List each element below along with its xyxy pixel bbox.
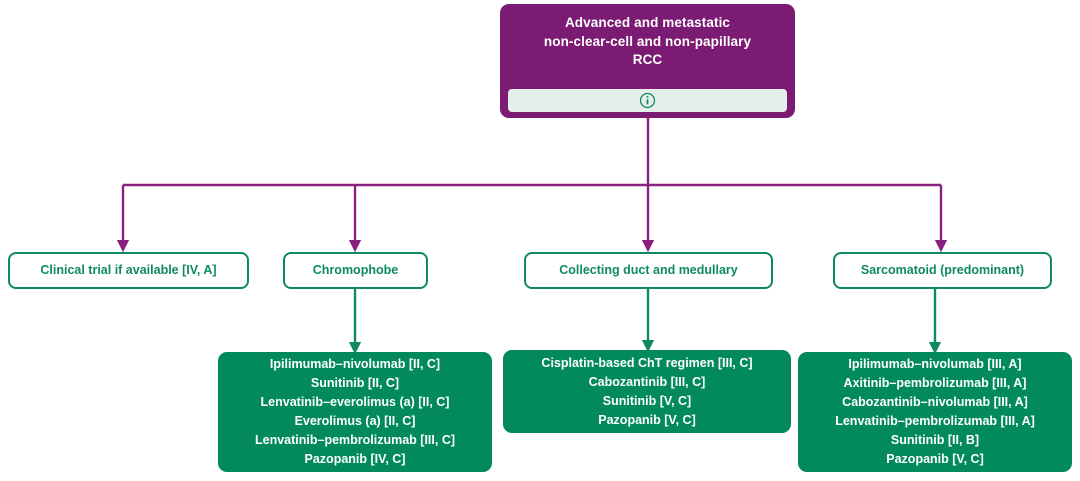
treatment-line: Axitinib–pembrolizumab [III, A] <box>843 376 1027 390</box>
treatment-line: Sunitinib [II, B] <box>890 433 980 447</box>
treatment-line: Lenvatinib–everolimus (a) [II, C] <box>260 395 450 409</box>
treatment-line: Sunitinib [V, C] <box>602 393 692 408</box>
root-info-bar[interactable] <box>508 89 787 112</box>
treatment-line: Cabozantinib–nivolumab [III, A] <box>842 395 1028 409</box>
category-node-sarcomatoid[interactable]: Sarcomatoid (predominant) <box>833 252 1052 289</box>
treatment-line: Pazopanib [V, C] <box>886 452 984 466</box>
category-label: Chromophobe <box>312 263 399 277</box>
treatment-line: Pazopanib [V, C] <box>598 412 696 427</box>
treatment-node-collecting-duct-and-medullary: Cisplatin-based ChT regimen [III, C] Cab… <box>503 350 791 433</box>
category-node-collecting-duct-and-medullary[interactable]: Collecting duct and medullary <box>524 252 773 289</box>
category-node-chromophobe[interactable]: Chromophobe <box>283 252 428 289</box>
root-node: Advanced and metastatic non-clear-cell a… <box>500 4 795 118</box>
treatment-line: Ipilimumab–nivolumab [III, A] <box>848 357 1022 371</box>
treatment-line: Cisplatin-based ChT regimen [III, C] <box>541 355 753 370</box>
treatment-line: Everolimus (a) [II, C] <box>294 414 416 428</box>
treatment-line: Lenvatinib–pembrolizumab [III, A] <box>835 414 1035 428</box>
category-label: Clinical trial if available [IV, A] <box>40 263 217 277</box>
root-title: Advanced and metastatic non-clear-cell a… <box>543 15 752 67</box>
treatment-line: Sunitinib [II, C] <box>310 376 400 390</box>
treatment-node-sarcomatoid: Ipilimumab–nivolumab [III, A] Axitinib–p… <box>798 352 1072 472</box>
treatment-node-chromophobe: Ipilimumab–nivolumab [II, C] Sunitinib [… <box>218 352 492 472</box>
treatment-line: Ipilimumab–nivolumab [II, C] <box>269 357 441 371</box>
treatment-line: Pazopanib [IV, C] <box>304 452 406 466</box>
info-circle-icon[interactable] <box>639 92 656 109</box>
category-node-clinical-trial[interactable]: Clinical trial if available [IV, A] <box>8 252 249 289</box>
treatment-line: Cabozantinib [III, C] <box>588 374 706 389</box>
treatment-line: Lenvatinib–pembrolizumab [III, C] <box>254 433 456 447</box>
category-label: Sarcomatoid (predominant) <box>860 263 1025 277</box>
category-label: Collecting duct and medullary <box>559 263 738 277</box>
